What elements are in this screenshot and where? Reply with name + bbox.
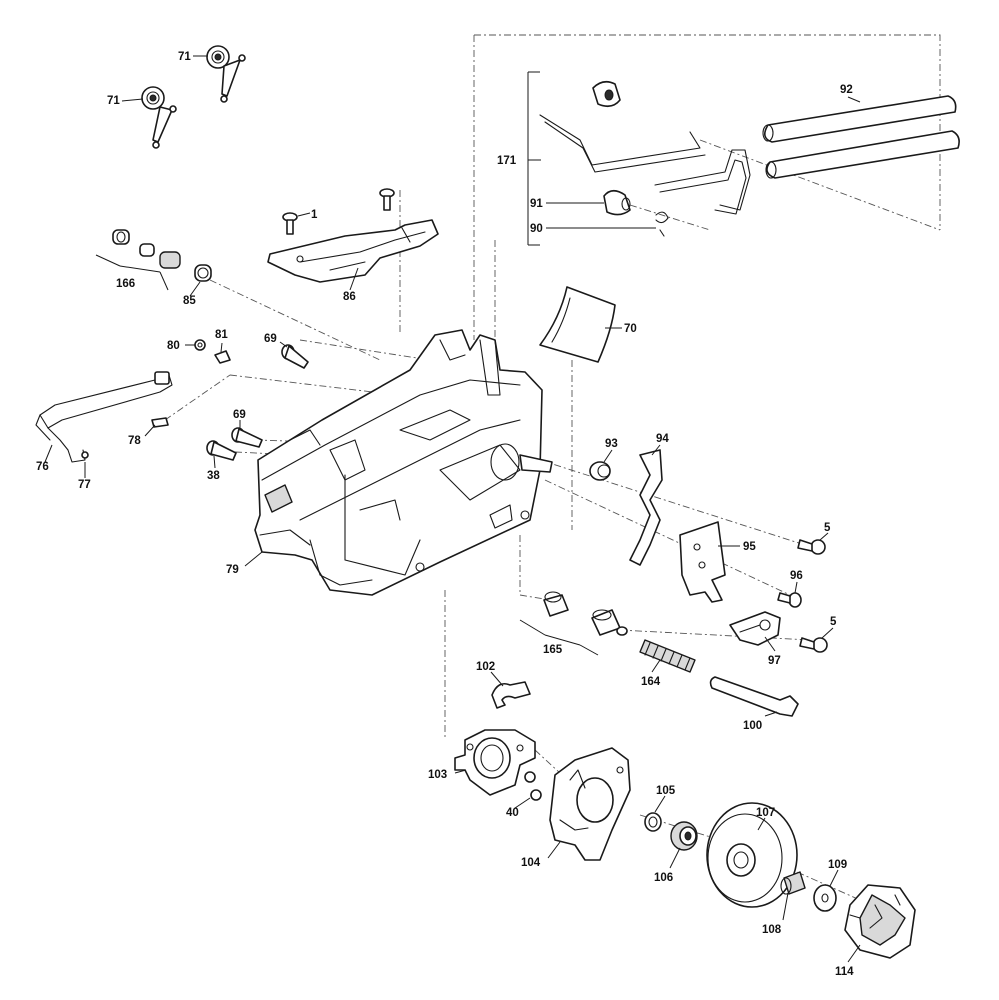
callout-38: 38 — [207, 470, 220, 482]
callout-labels: 71 71 1 86 166 85 80 81 69 69 38 78 76 7… — [36, 51, 854, 978]
part-108-needle-bearing — [780, 871, 806, 895]
callout-69: 69 — [264, 333, 277, 345]
part-109-washer — [813, 884, 837, 912]
callout-92: 92 — [840, 84, 853, 96]
callout-94: 94 — [656, 433, 669, 445]
part-5-screw-lower — [799, 637, 828, 653]
callout-97: 97 — [768, 655, 781, 667]
part-79-crankcase-housing — [254, 329, 553, 596]
part-1-screw — [282, 188, 395, 235]
callout-91: 91 — [530, 198, 543, 210]
callout-1: 1 — [311, 209, 318, 221]
leader-lines — [44, 55, 861, 963]
callout-171: 171 — [497, 155, 517, 167]
part-97-tensioner — [729, 611, 781, 646]
callout-164: 164 — [641, 676, 661, 688]
part-104-clutch-cover — [549, 747, 631, 861]
callout-71: 71 — [107, 95, 120, 107]
part-76-throttle-rod — [35, 371, 173, 451]
part-5-screw-upper — [797, 539, 826, 555]
part-78-clip — [151, 417, 169, 428]
callout-106: 106 — [654, 872, 673, 884]
callout-79: 79 — [226, 564, 239, 576]
part-94-gasket — [629, 449, 663, 566]
callout-5: 5 — [830, 616, 837, 628]
part-40-screw — [524, 771, 542, 801]
part-92-fuel-hoses — [762, 95, 960, 179]
part-100-adjuster-rod — [709, 676, 799, 717]
part-85-cap — [194, 264, 212, 282]
part-69-bolt-lower — [231, 427, 263, 448]
part-96-bolt — [777, 592, 802, 608]
part-80-washer — [194, 339, 206, 351]
part-95-guide-plate — [679, 521, 726, 603]
callout-96: 96 — [790, 570, 803, 582]
part-165-bushings — [519, 591, 628, 656]
part-164-spring — [639, 639, 696, 673]
callout-102: 102 — [476, 661, 495, 673]
part-81-nut — [214, 350, 231, 364]
callout-78: 78 — [128, 435, 141, 447]
callout-104: 104 — [521, 857, 541, 869]
part-90-clip — [655, 211, 669, 237]
part-71-primer-bulb-lower — [141, 86, 177, 149]
callout-71: 71 — [178, 51, 191, 63]
callout-165: 165 — [543, 644, 563, 656]
part-86-cover-plate — [267, 219, 439, 283]
part-93-plug — [589, 461, 611, 481]
callout-70: 70 — [624, 323, 637, 335]
callout-5: 5 — [824, 522, 831, 534]
part-171-pipe-assembly — [527, 71, 751, 246]
callout-105: 105 — [656, 785, 676, 797]
part-38-bolt — [206, 440, 237, 461]
part-166-filter-set — [95, 229, 181, 291]
part-107-clutch-drum — [706, 802, 798, 908]
callout-109: 109 — [828, 859, 847, 871]
callout-103: 103 — [428, 769, 447, 781]
callout-107: 107 — [756, 807, 775, 819]
part-105-washer — [644, 812, 662, 832]
callout-40: 40 — [506, 807, 519, 819]
callout-81: 81 — [215, 329, 228, 341]
callout-166: 166 — [116, 278, 135, 290]
callout-114: 114 — [835, 966, 854, 978]
callout-86: 86 — [343, 291, 356, 303]
callout-69: 69 — [233, 409, 246, 421]
part-102-hose — [491, 681, 531, 709]
callout-77: 77 — [78, 479, 91, 491]
callout-85: 85 — [183, 295, 196, 307]
callout-93: 93 — [605, 438, 618, 450]
callout-90: 90 — [530, 223, 543, 235]
part-106-bearing — [670, 821, 698, 851]
part-114-clutch — [844, 884, 916, 959]
callout-80: 80 — [167, 340, 180, 352]
part-70-filter-screen — [539, 286, 616, 363]
part-77-linkage-spring — [67, 449, 89, 463]
callout-100: 100 — [743, 720, 762, 732]
part-103-oil-pump — [454, 729, 536, 796]
callout-95: 95 — [743, 541, 756, 553]
part-71-primer-bulb-upper — [206, 45, 246, 103]
part-91-filter — [603, 189, 631, 216]
part-69-bolt-upper — [281, 344, 309, 369]
callout-76: 76 — [36, 461, 49, 473]
callout-108: 108 — [762, 924, 782, 936]
